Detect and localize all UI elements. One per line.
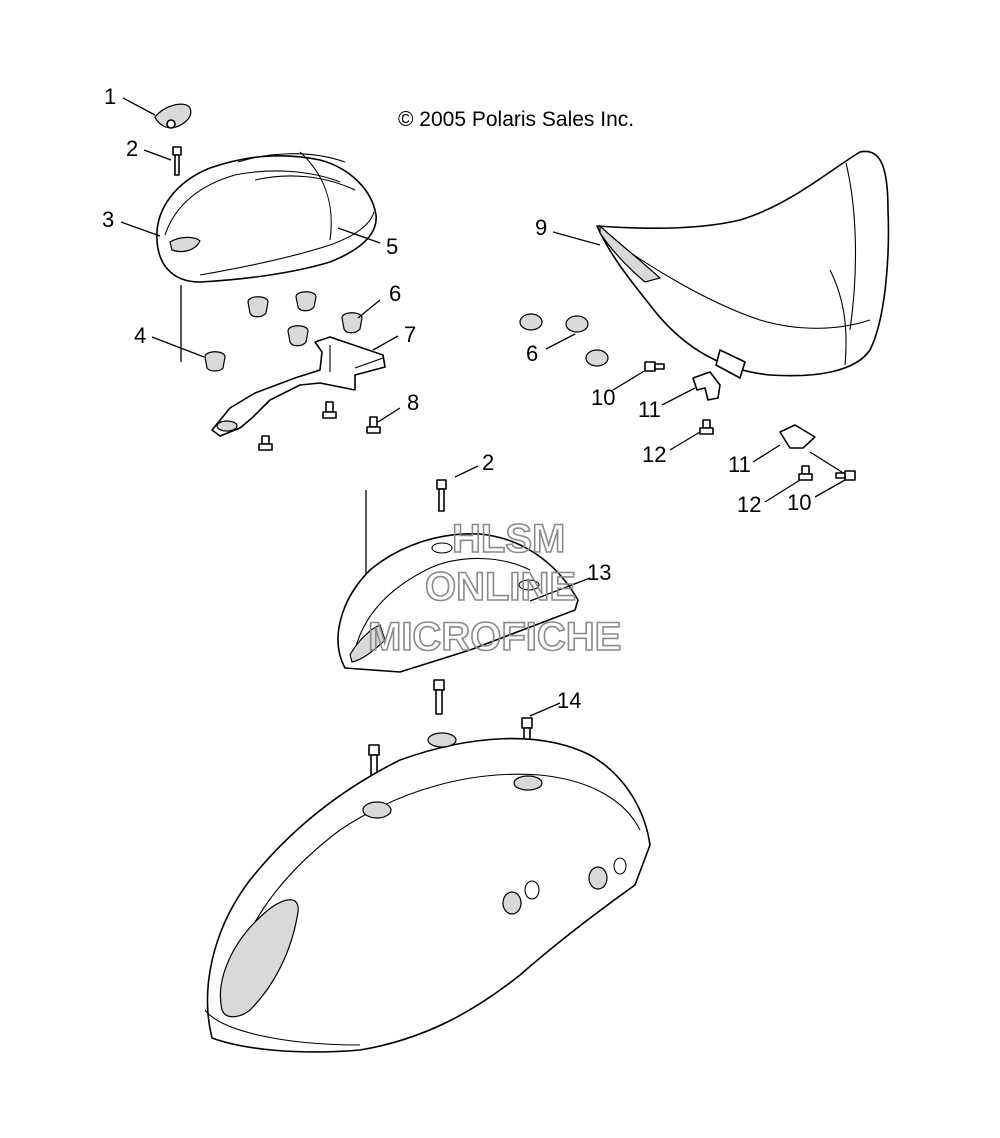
part-2-bolt-head	[172, 146, 182, 156]
callout-9: 9	[535, 215, 547, 240]
watermark-line-3: MICROFICHE	[368, 615, 621, 659]
callout-6-right: 6	[526, 341, 538, 366]
callout-12-upper: 12	[642, 442, 666, 467]
callout-5: 5	[386, 234, 398, 259]
part-13-cowl	[337, 533, 579, 673]
copyright-text: © 2005 Polaris Sales Inc.	[398, 108, 634, 131]
part-2-bolt-lower-head	[436, 479, 447, 490]
callout-8: 8	[407, 390, 419, 415]
part-11-brackets	[692, 371, 816, 449]
callout-14: 14	[557, 688, 581, 713]
part-12-screws	[699, 419, 813, 481]
fender-reflector	[219, 899, 299, 1018]
seat-cowl-upper	[154, 103, 386, 451]
fender-part-14	[204, 679, 651, 1053]
part-4-grommet	[204, 351, 226, 372]
leader-lines	[120, 97, 846, 717]
part-9-seat	[596, 150, 890, 377]
callout-10-upper: 10	[591, 385, 615, 410]
part-2-bolt-shank	[174, 154, 180, 176]
callout-12-lower: 12	[737, 492, 761, 517]
watermark-line-2: ONLINE	[425, 565, 576, 609]
callout-6-left: 6	[389, 281, 401, 306]
part-5-strap	[237, 151, 356, 241]
callout-11-upper: 11	[638, 397, 661, 422]
cowl-badge-recess	[169, 236, 201, 253]
callout-4: 4	[134, 323, 146, 348]
part-6-grommets-left	[247, 291, 363, 347]
part-1-badge	[154, 103, 192, 129]
callout-2-upper: 2	[126, 136, 138, 161]
seat-part-9	[519, 150, 890, 481]
callout-1: 1	[104, 84, 116, 109]
part-10-bolts	[644, 361, 856, 481]
part-2-bolt-lower-shank	[438, 488, 445, 512]
part-8-screws	[258, 401, 381, 451]
watermark: HLSM ONLINE MICROFICHE	[367, 516, 622, 660]
part-7-bracket	[211, 336, 386, 437]
part-6-grommets-right	[519, 313, 609, 367]
callout-11-lower: 11	[728, 452, 751, 477]
callout-3: 3	[102, 207, 114, 232]
part-1-pin	[166, 119, 176, 129]
callout-13: 13	[587, 560, 611, 585]
cowl-part-13	[337, 479, 579, 673]
part-3-cowl	[156, 155, 377, 283]
callout-2-lower: 2	[482, 450, 494, 475]
part-14-fender	[206, 737, 651, 1053]
callout-10-lower: 10	[787, 490, 811, 515]
callout-numbers: 1 2 3 5 4 6 7 8 9 6 10 11 12 11 12 10 2 …	[102, 84, 811, 713]
watermark-line-1: HLSM	[452, 517, 565, 561]
callout-7: 7	[404, 322, 416, 347]
